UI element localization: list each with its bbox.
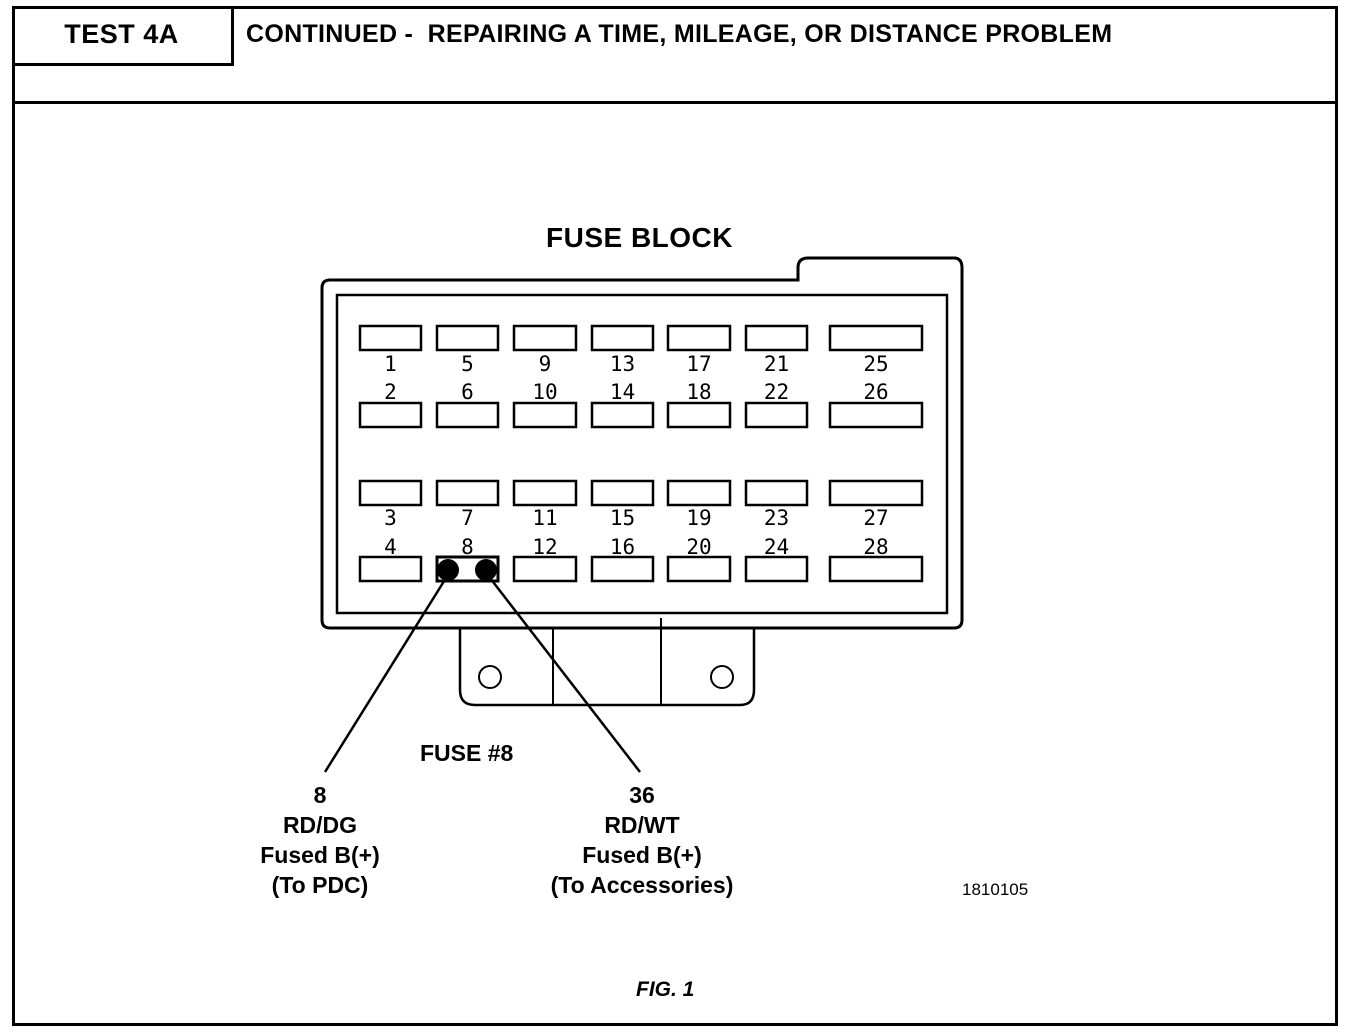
fuse-number-21: 21 bbox=[764, 352, 789, 376]
mounting-tab bbox=[458, 628, 756, 707]
fuse-number-20: 20 bbox=[686, 535, 711, 559]
test-label: TEST 4A bbox=[12, 6, 234, 66]
fuse-slot-21 bbox=[744, 324, 809, 352]
fuse-slot-22 bbox=[744, 401, 809, 429]
wire-lead-right bbox=[489, 577, 641, 773]
wire-left-circuit: 8 bbox=[313, 782, 327, 808]
fuse-number-24: 24 bbox=[764, 535, 789, 559]
fuse-slot-16 bbox=[590, 555, 655, 583]
fuse-slot-2 bbox=[358, 401, 423, 429]
fuse-slot-24 bbox=[744, 555, 809, 583]
fuse-slot-27 bbox=[828, 479, 924, 507]
wire-left-color: RD/DG bbox=[282, 812, 358, 838]
fuse-number-3: 3 bbox=[384, 506, 397, 530]
fuse-number-16: 16 bbox=[610, 535, 635, 559]
mounting-hole-left bbox=[478, 665, 502, 689]
fuse-panel bbox=[335, 293, 949, 615]
fuse-8-terminal-left bbox=[437, 559, 459, 581]
fuse-8-highlight bbox=[435, 555, 500, 583]
fuse-slot-17 bbox=[666, 324, 732, 352]
fuse-slot-14 bbox=[590, 401, 655, 429]
fuse-slot-13 bbox=[590, 324, 655, 352]
fuse-number-9: 9 bbox=[539, 352, 552, 376]
fuse-number-2: 2 bbox=[384, 380, 397, 404]
fuse-slot-19 bbox=[666, 479, 732, 507]
wire-right-label: 36 RD/WT Fused B(+) (To Accessories) bbox=[522, 780, 762, 900]
fuse-number-22: 22 bbox=[764, 380, 789, 404]
fuse-number-15: 15 bbox=[610, 506, 635, 530]
wire-right-dest: (To Accessories) bbox=[550, 872, 734, 898]
fuse-number-28: 28 bbox=[863, 535, 888, 559]
fuse-slot-10 bbox=[512, 401, 578, 429]
header-bar bbox=[12, 6, 1338, 104]
fuse-number-6: 6 bbox=[461, 380, 474, 404]
fuse-number-13: 13 bbox=[610, 352, 635, 376]
fuse-number-8: 8 bbox=[461, 535, 474, 559]
fuse-slot-9 bbox=[512, 324, 578, 352]
header-title: CONTINUED - REPAIRING A TIME, MILEAGE, O… bbox=[246, 20, 1113, 48]
wire-left-dest: (To PDC) bbox=[271, 872, 369, 898]
fuse-slot-7 bbox=[435, 479, 500, 507]
fuse-number-27: 27 bbox=[863, 506, 888, 530]
fuse-8-label: FUSE #8 bbox=[420, 740, 514, 766]
fuse-slot-25 bbox=[828, 324, 924, 352]
wire-lead-left bbox=[323, 577, 448, 773]
fuse-block-title: FUSE BLOCK bbox=[546, 222, 733, 253]
fuse-slot-28 bbox=[828, 555, 924, 583]
fuse-slot-20 bbox=[666, 555, 732, 583]
fuse-slot-11 bbox=[512, 479, 578, 507]
fuse-number-labels: 1234567891011121314151617181920212223242… bbox=[384, 352, 888, 559]
wire-left-label: 8 RD/DG Fused B(+) (To PDC) bbox=[230, 780, 410, 900]
wire-right-color: RD/WT bbox=[604, 812, 680, 838]
page-frame bbox=[12, 6, 1338, 1026]
fuse-slot-26 bbox=[828, 401, 924, 429]
fuse-slot-12 bbox=[512, 555, 578, 583]
fuse-number-4: 4 bbox=[384, 535, 397, 559]
fuse-slot-3 bbox=[358, 479, 423, 507]
figure-caption: FIG. 1 bbox=[636, 978, 695, 1001]
mounting-hole-right bbox=[710, 665, 734, 689]
fuse-slot-6 bbox=[435, 401, 500, 429]
fuse-slot-5 bbox=[435, 324, 500, 352]
fuse-number-18: 18 bbox=[686, 380, 711, 404]
fuse-number-11: 11 bbox=[532, 506, 557, 530]
fuse-number-5: 5 bbox=[461, 352, 474, 376]
fuse-number-7: 7 bbox=[461, 506, 474, 530]
fuse-slot-4 bbox=[358, 555, 423, 583]
wire-right-circuit: 36 bbox=[629, 782, 655, 808]
fuse-number-10: 10 bbox=[532, 380, 557, 404]
fuse-8-terminal-right bbox=[475, 559, 497, 581]
fuse-block-housing bbox=[320, 256, 964, 630]
fuse-slots bbox=[358, 324, 924, 583]
fuse-number-26: 26 bbox=[863, 380, 888, 404]
fuse-number-12: 12 bbox=[532, 535, 557, 559]
fuse-slot-23 bbox=[744, 479, 809, 507]
fuse-slot-1 bbox=[358, 324, 423, 352]
wire-right-desc: Fused B(+) bbox=[582, 842, 702, 868]
fuse-number-1: 1 bbox=[384, 352, 397, 376]
wire-left-desc: Fused B(+) bbox=[260, 842, 380, 868]
fuse-slot-18 bbox=[666, 401, 732, 429]
fuse-number-23: 23 bbox=[764, 506, 789, 530]
fuse-slot-15 bbox=[590, 479, 655, 507]
fuse-number-19: 19 bbox=[686, 506, 711, 530]
figure-code: 1810105 bbox=[962, 880, 1029, 899]
fuse-number-25: 25 bbox=[863, 352, 888, 376]
fuse-number-17: 17 bbox=[686, 352, 711, 376]
fuse-number-14: 14 bbox=[610, 380, 635, 404]
